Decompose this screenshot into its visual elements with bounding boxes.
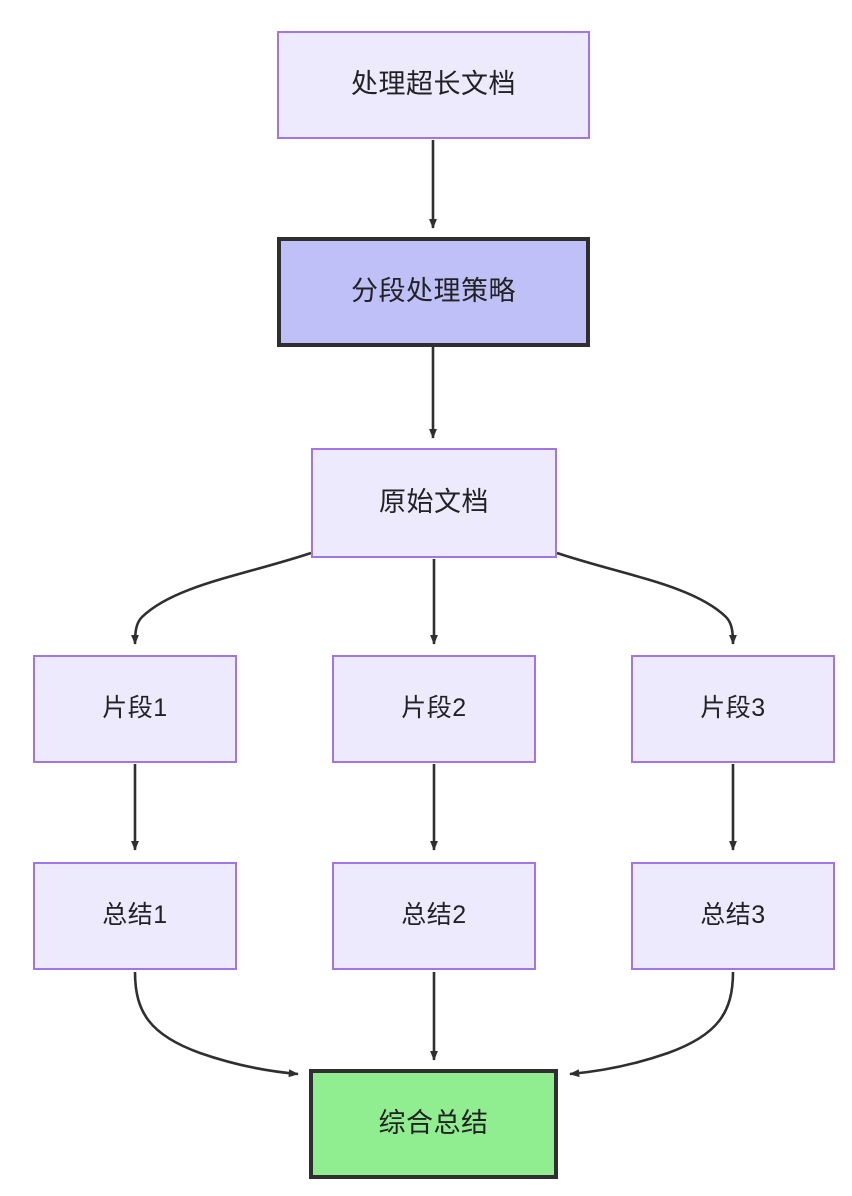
node-label: 总结3: [700, 901, 766, 930]
node-chunking-strategy[interactable]: 分段处理策略: [277, 237, 590, 347]
node-label: 处理超长文档: [351, 69, 516, 100]
node-fragment-1[interactable]: 片段1: [33, 655, 237, 763]
node-process-long-document[interactable]: 处理超长文档: [277, 31, 590, 139]
node-summary-2[interactable]: 总结2: [332, 862, 536, 970]
node-label: 总结1: [102, 901, 168, 930]
node-summary-3[interactable]: 总结3: [631, 862, 835, 970]
edge-n9-n10: [569, 971, 735, 1078]
node-fragment-2[interactable]: 片段2: [332, 655, 536, 763]
edge-n3-n4: [131, 551, 312, 645]
edge-n7-n10: [133, 971, 299, 1078]
node-label: 分段处理策略: [351, 276, 516, 307]
node-fragment-3[interactable]: 片段3: [631, 655, 835, 763]
node-original-document[interactable]: 原始文档: [311, 448, 557, 558]
node-label: 原始文档: [379, 487, 489, 518]
node-label: 综合总结: [378, 1108, 489, 1139]
edge-n3-n6: [556, 551, 737, 645]
node-label: 片段1: [102, 694, 168, 723]
node-label: 总结2: [401, 901, 467, 930]
node-label: 片段3: [700, 694, 766, 723]
node-label: 片段2: [401, 694, 467, 723]
node-summary-1[interactable]: 总结1: [33, 862, 237, 970]
node-comprehensive-summary[interactable]: 综合总结: [309, 1069, 558, 1179]
